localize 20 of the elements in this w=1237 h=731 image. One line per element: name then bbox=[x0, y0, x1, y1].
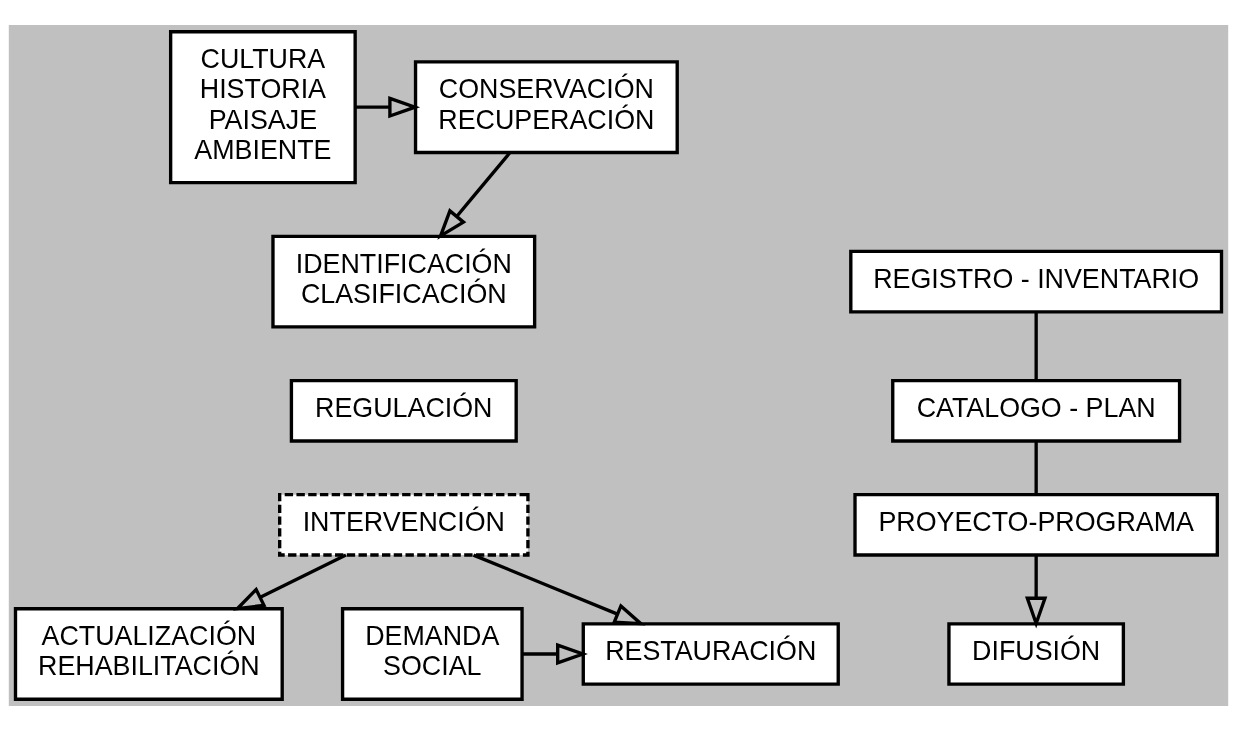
arrow bbox=[437, 151, 512, 240]
node-box: CATALOGO - PLAN bbox=[891, 378, 1182, 443]
arrow bbox=[355, 96, 421, 119]
node-box: RESTAURACIÓN bbox=[581, 622, 840, 686]
node-box: ACTUALIZACIÓN REHABILITACIÓN bbox=[13, 607, 284, 701]
connector bbox=[1034, 311, 1038, 381]
node-box: INTERVENCIÓN bbox=[278, 493, 530, 557]
arrow bbox=[232, 553, 347, 611]
node-box: DIFUSIÓN bbox=[947, 622, 1126, 686]
node-box: DEMANDA SOCIAL bbox=[340, 607, 524, 701]
arrow bbox=[472, 553, 646, 626]
node-box: REGULACIÓN bbox=[289, 378, 518, 443]
node-box: IDENTIFICACIÓN CLASIFICACIÓN bbox=[271, 234, 537, 329]
node-box: PROYECTO-PROGRAMA bbox=[853, 493, 1219, 557]
node-box: CONSERVACIÓN RECUPERACIÓN bbox=[413, 60, 679, 155]
arrow bbox=[522, 642, 588, 666]
arrow bbox=[1025, 555, 1048, 629]
connector bbox=[1034, 441, 1038, 494]
node-box: CULTURA HISTORIA PAISAJE AMBIENTE bbox=[168, 30, 357, 185]
node-box: REGISTRO - INVENTARIO bbox=[849, 249, 1224, 314]
